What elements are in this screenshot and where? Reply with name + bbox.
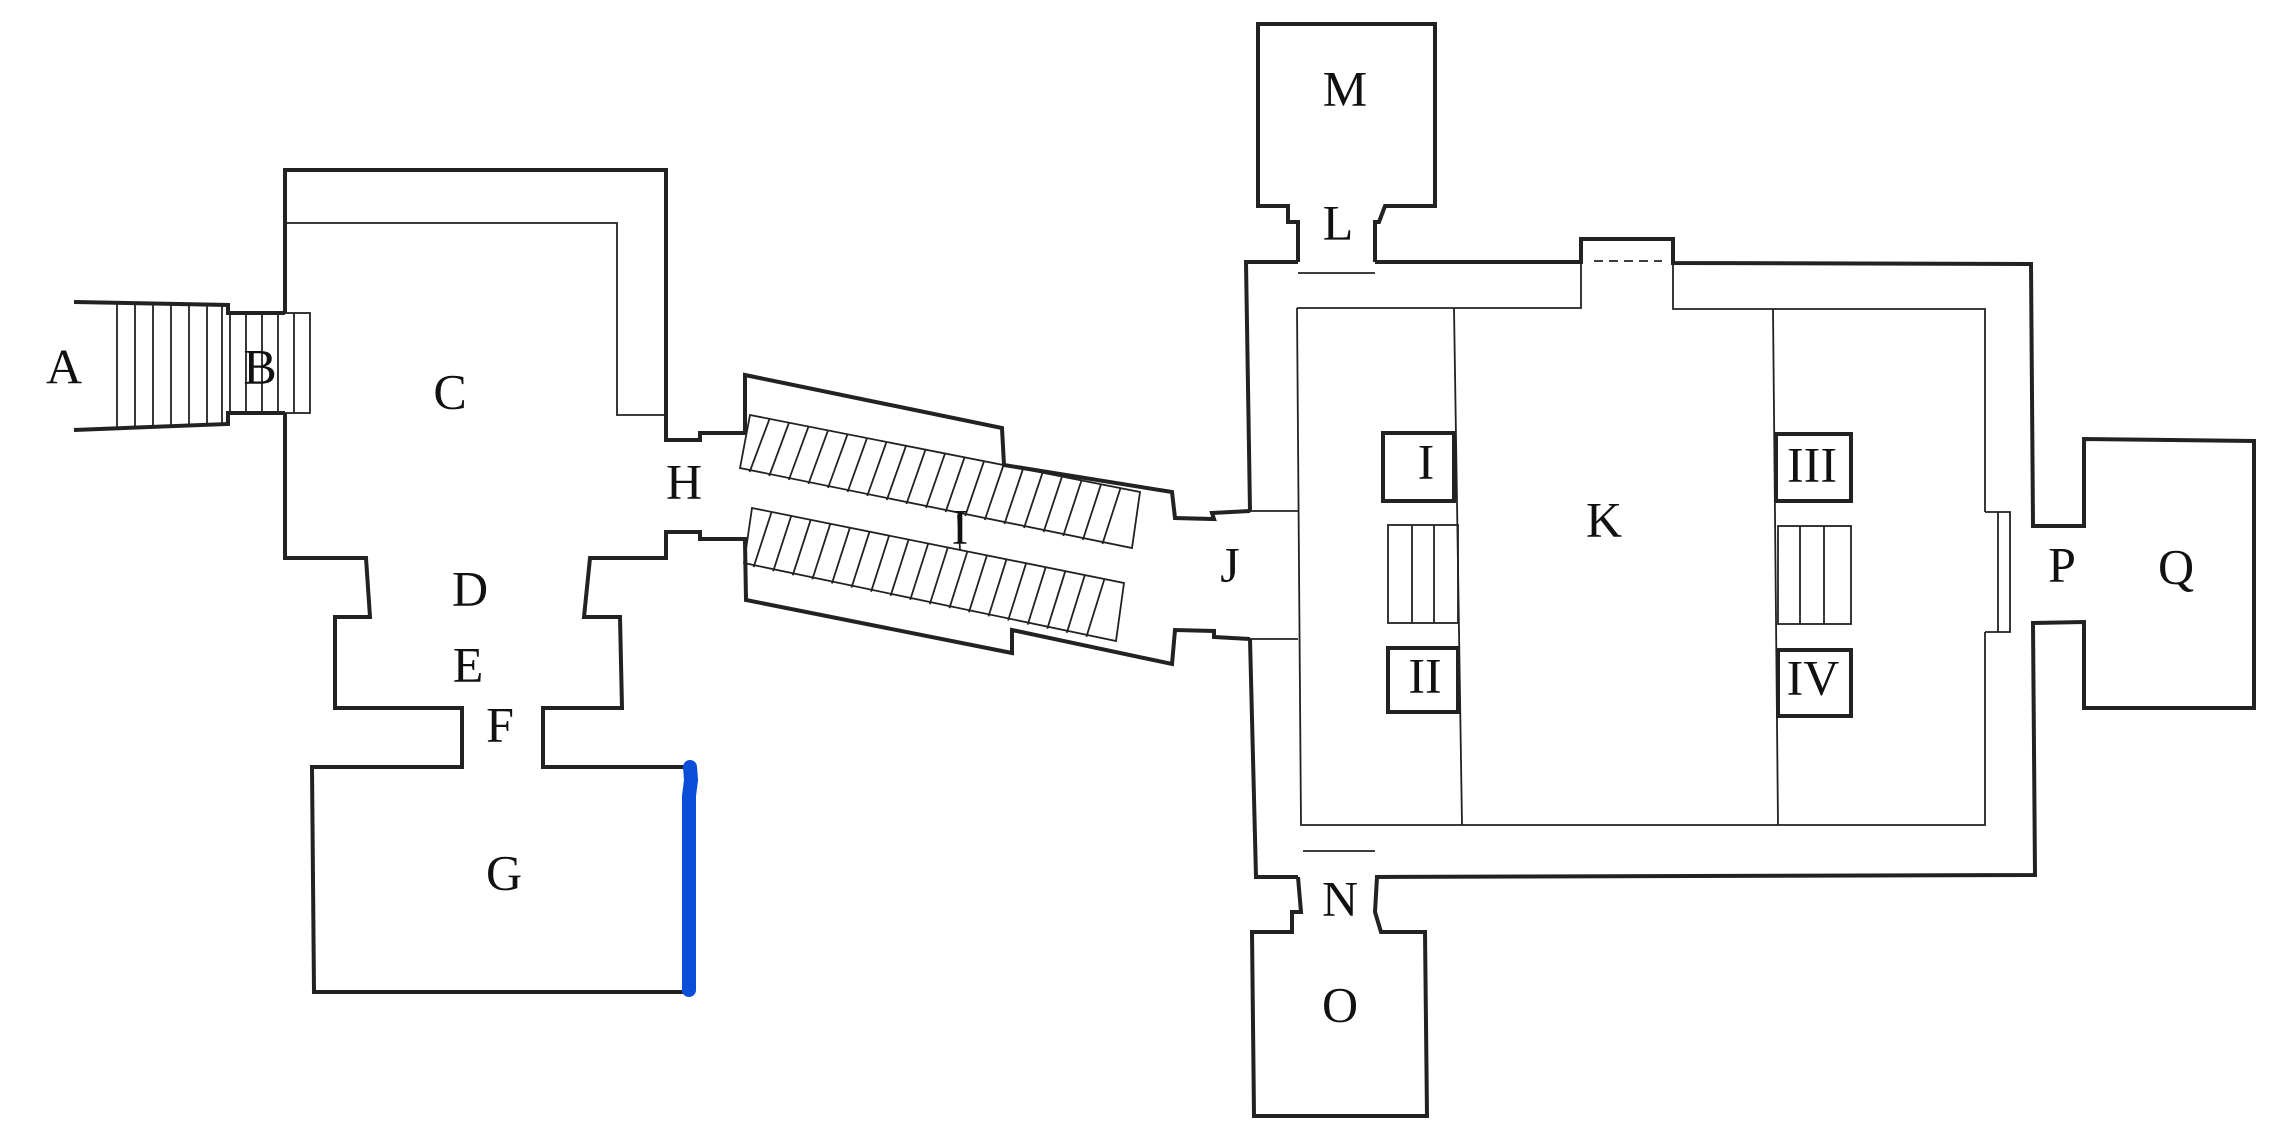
label-C: C [433,363,466,419]
label-F: F [486,696,514,752]
ramp-tread [787,426,810,481]
label-J: J [1220,536,1239,592]
pillar-I [1381,431,1456,503]
label-D: D [452,560,488,616]
ramp-tread [889,539,910,597]
ramp-tread [752,511,773,568]
ramp-tread [964,460,985,517]
label-G: G [486,844,522,900]
ramp-tread [1085,578,1106,638]
ramp-corridor [738,372,1251,667]
ramp-tread [870,535,890,592]
ramp-tread [1046,570,1067,629]
pillar-II [1386,646,1460,714]
ramp-tread [944,457,966,513]
pillar-IV [1776,648,1853,718]
label-Q: Q [2158,538,2194,594]
ramp-tread [1062,480,1083,537]
label-H: H [666,453,702,509]
north-chapel [1256,22,1437,262]
ramp-tread [928,547,949,605]
ramp-tread [850,531,871,588]
ramp-tread [748,418,771,473]
label-N: N [1322,870,1358,926]
ramp-tread [807,430,829,485]
ramp-tread [831,527,851,584]
ramp-tread [983,464,1005,521]
label-I: I [952,498,969,554]
ramp-tread [846,437,868,493]
label-K: K [1586,491,1622,547]
main-hall [1243,237,2256,879]
highlighted-wall [682,760,699,997]
ramp-tread [885,445,907,501]
ramp-tread [866,441,888,497]
ramp-tread [909,543,930,601]
ramp-tread [1081,484,1102,541]
pillar-III [1774,432,1853,503]
label-P: P [2048,536,2076,592]
ramp-tread [948,551,969,609]
ramp-tread [1101,487,1122,545]
ramp-tread [768,422,790,477]
ramp-tread [987,559,1008,617]
ramp-tread [1003,468,1024,525]
ramp-tread [1065,574,1086,634]
label-pillar-II: II [1408,647,1441,703]
label-pillar-I: I [1418,433,1435,489]
ramp-tread [1042,476,1063,533]
ramp-tread [968,555,988,613]
ramp-tread [791,519,812,576]
ramp-tread [1007,563,1027,621]
label-pillar-III: III [1787,436,1837,492]
ramp-tread [772,515,793,572]
label-B: B [243,338,276,394]
ramp-tread [827,433,849,489]
ramp-tread [925,453,946,509]
ramp-tread [1023,472,1044,529]
south-chapel [1249,850,1430,1118]
first-courtyard [283,168,747,994]
entrance-stairs [73,300,311,432]
ramp-tread [1026,566,1047,625]
label-M: M [1323,60,1367,116]
label-E: E [453,636,484,692]
label-pillar-IV: IV [1787,649,1840,705]
room-labels: A B C D E F G H I J K L M N O P Q [46,60,2194,1032]
label-A: A [46,338,82,394]
label-O: O [1322,976,1358,1032]
pillar-labels: I II III IV [1408,433,1839,705]
label-L: L [1323,194,1354,250]
ramp-tread [905,449,927,505]
ramp-tread [811,523,832,580]
